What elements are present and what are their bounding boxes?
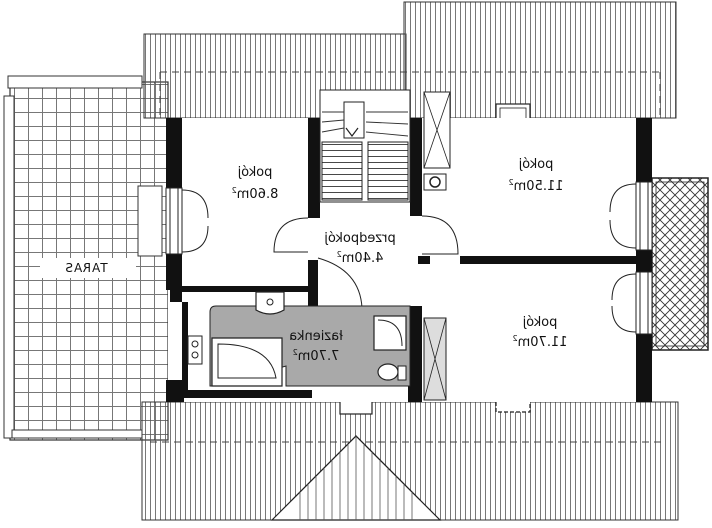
roof-bottom <box>141 377 679 521</box>
svg-text:11.70m2: 11.70m2 <box>513 334 568 350</box>
terrace-label: TARAS <box>64 261 108 275</box>
unit-sup-pokoj-left: 2 <box>232 186 237 195</box>
unit-sup-przedpokoj: 2 <box>337 250 342 259</box>
svg-text:7.70m2: 7.70m2 <box>293 348 340 364</box>
door-swings <box>181 183 637 333</box>
room-label-pokoj-left: pokój <box>238 165 273 180</box>
room-label-przedpokoj: przedpokój <box>324 231 396 246</box>
staircase <box>319 89 411 203</box>
unit-sup-pokoj-bottom: 2 <box>513 334 518 343</box>
room-label-lazienka: łazienka <box>289 329 343 344</box>
unit-sup-lazienka: 2 <box>293 348 298 357</box>
room-area-pokoj-bottom: 11.70m <box>518 335 568 350</box>
bathroom <box>187 291 411 387</box>
room-area-pokoj-left: 8.60m <box>237 187 279 202</box>
chimney <box>423 91 451 401</box>
unit-sup-pokoj-top: 2 <box>509 178 514 187</box>
svg-text:8.60m2: 8.60m2 <box>232 186 279 202</box>
balcony-right <box>651 177 709 351</box>
room-label-pokoj-bottom: pokój <box>523 315 558 330</box>
sink <box>255 291 285 315</box>
room-area-pokoj-top: 11.50m <box>514 179 564 194</box>
svg-text:4.40m2: 4.40m2 <box>337 250 384 266</box>
windows <box>165 181 653 335</box>
toilet <box>377 363 399 381</box>
svg-text:11.50m2: 11.50m2 <box>509 178 564 194</box>
terrace <box>3 75 169 441</box>
room-label-pokoj-top: pokój <box>519 157 554 172</box>
room-area-przedpokoj: 4.40m <box>342 251 384 266</box>
shower-tray <box>373 315 407 351</box>
room-area-lazienka: 7.70m <box>298 349 340 364</box>
